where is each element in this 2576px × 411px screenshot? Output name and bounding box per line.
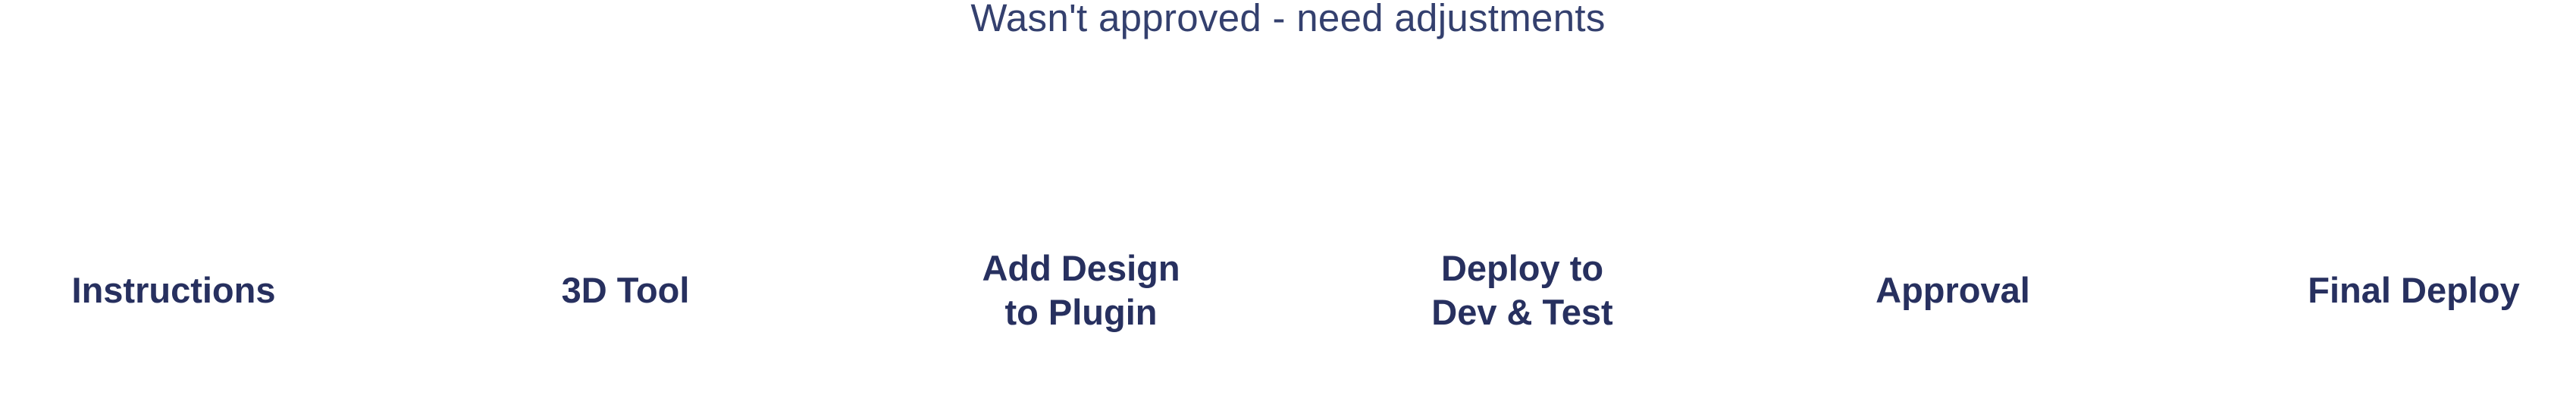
step-label: Approval xyxy=(1876,270,2030,310)
process-steps: Instructions 3D Tool Add Design to Plugi… xyxy=(0,241,2576,340)
step-3d-tool: 3D Tool xyxy=(466,241,785,340)
step-deploy-to-dev-test: Deploy to Dev & Test xyxy=(1363,241,1681,340)
step-label: 3D Tool xyxy=(561,270,690,310)
step-label: Instructions xyxy=(71,270,276,310)
step-label: Deploy to Dev & Test xyxy=(1431,248,1613,332)
step-label: Final Deploy xyxy=(2308,270,2520,310)
step-approval: Approval xyxy=(1794,241,2112,340)
step-add-design-to-plugin: Add Design to Plugin xyxy=(922,241,1240,340)
step-label: Add Design to Plugin xyxy=(982,248,1180,332)
rejection-loop-label: Wasn't approved - need adjustments xyxy=(970,0,1606,39)
step-instructions: Instructions xyxy=(14,241,333,340)
step-final-deploy: Final Deploy xyxy=(2255,241,2573,340)
